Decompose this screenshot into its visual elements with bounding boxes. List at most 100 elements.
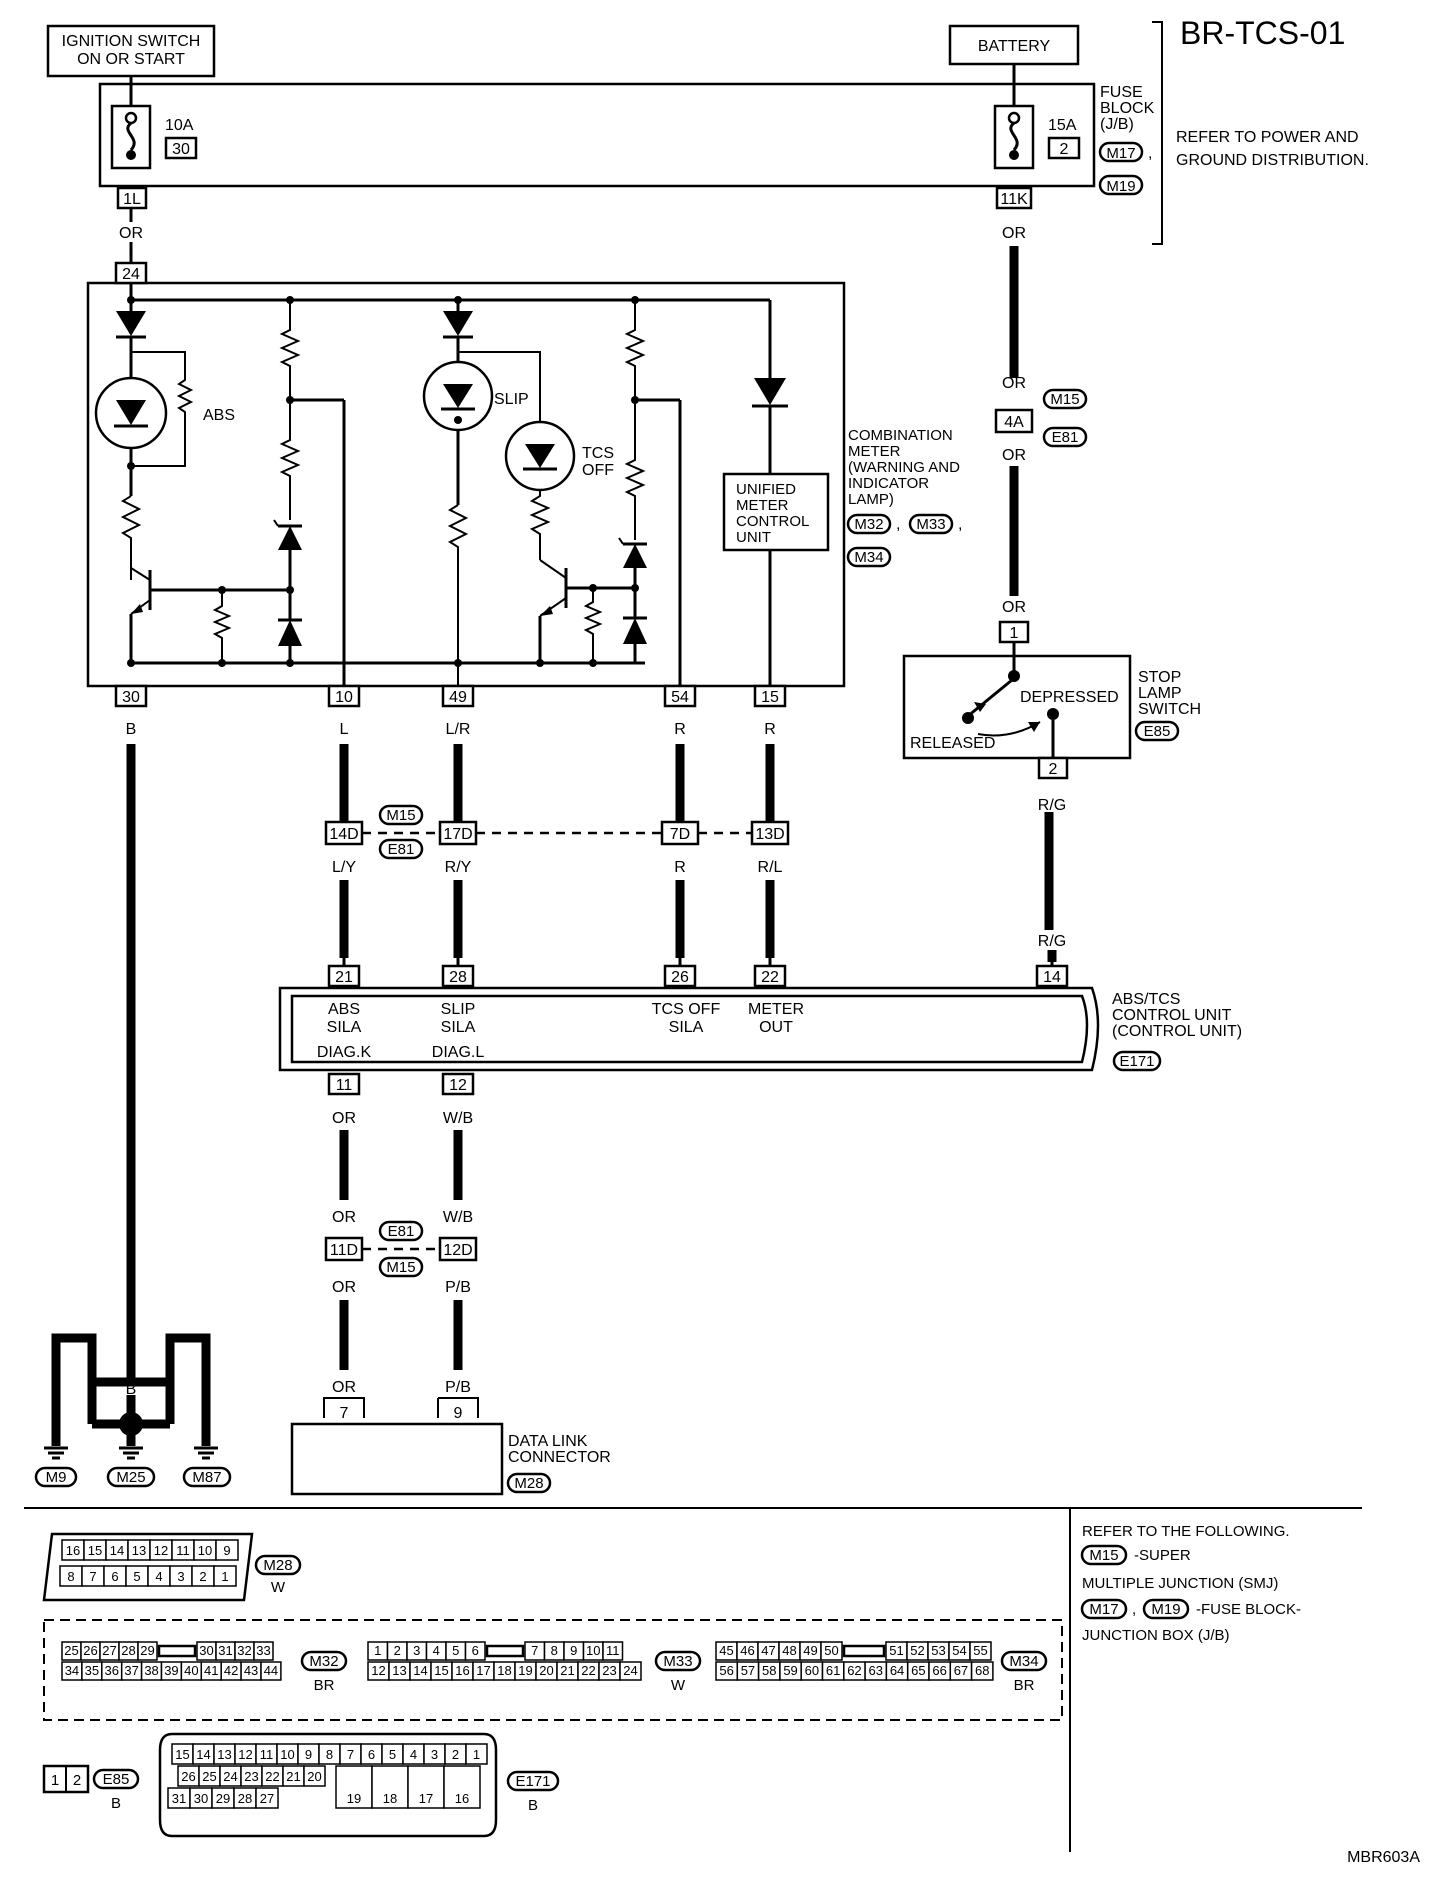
m32-pin-label: 40 xyxy=(184,1663,198,1678)
smj2-conn-m15: M15 xyxy=(386,1259,415,1276)
m33-pin-cell xyxy=(602,1641,624,1661)
dlc-pin-7: 7 xyxy=(340,1405,349,1422)
e171-pin-label: 16 xyxy=(455,1791,469,1806)
refer-power-line1: REFER TO POWER AND xyxy=(1176,129,1359,146)
m33-pin-label: 11 xyxy=(606,1643,620,1658)
m28-pin-label: 3 xyxy=(177,1569,184,1584)
battery-label: BATTERY xyxy=(978,38,1051,55)
e171-pin-label: 15 xyxy=(175,1747,189,1762)
m34-latch xyxy=(842,1644,886,1658)
ignition-switch-box xyxy=(46,24,216,78)
m32-pin-label: 44 xyxy=(264,1663,278,1678)
m34-pin-label: 57 xyxy=(741,1663,755,1678)
m34-pin-label: 60 xyxy=(805,1663,819,1678)
meter-label5: LAMP) xyxy=(848,491,894,508)
refer-conn-m19: M19 xyxy=(1151,1601,1180,1618)
svg-text:26: 26 xyxy=(671,969,689,986)
m34-pin-label: 67 xyxy=(954,1663,968,1678)
svg-text:L/R: L/R xyxy=(446,721,471,738)
ecu-input-terminals: 21 28 26 22 14 xyxy=(327,964,1069,988)
ground-wire-colors: B B B B B xyxy=(51,1381,212,1398)
svg-text:B: B xyxy=(126,721,137,738)
m34-pin-label: 65 xyxy=(911,1663,925,1678)
wire-or-bat-2: OR xyxy=(1002,375,1026,392)
e171-pin-cell xyxy=(255,1787,279,1809)
m28-pin-label: 7 xyxy=(89,1569,96,1584)
data-link-connector-box xyxy=(290,1422,504,1496)
umcu-line4: UNIT xyxy=(736,529,771,546)
m34-pin-cell xyxy=(969,1641,992,1661)
m33-pin-label: 23 xyxy=(602,1663,616,1678)
diagram-title: BR-TCS-01 xyxy=(1180,15,1345,51)
fuse1-number: 30 xyxy=(172,141,190,158)
term-1l: 1L xyxy=(123,191,141,208)
wire-wb-1: W/B xyxy=(443,1110,473,1127)
m33-pin-label: 4 xyxy=(433,1643,440,1658)
combination-meter-box xyxy=(86,281,846,688)
fuse-block-conn-m19: M19 xyxy=(1106,178,1135,195)
meter-connectors-dashed-group xyxy=(43,1619,1063,1721)
m32-pin-label: 38 xyxy=(144,1663,158,1678)
svg-text:B: B xyxy=(51,1381,62,1398)
svg-text:,: , xyxy=(896,516,900,533)
e171-pin-cell xyxy=(443,1765,481,1809)
svg-text:,: , xyxy=(1148,145,1152,162)
e171-pin-label: 9 xyxy=(305,1747,312,1762)
wire-color-or-1: OR xyxy=(119,225,143,242)
svg-text:R/L: R/L xyxy=(758,859,783,876)
e171-pin-label: 18 xyxy=(383,1791,397,1806)
e171-pin-label: 23 xyxy=(244,1769,258,1784)
refer-conn-m15: M15 xyxy=(1089,1547,1118,1564)
umcu-line1: UNIFIED xyxy=(736,481,796,498)
m34-pin-label: 53 xyxy=(931,1643,945,1658)
meter-label2: METER xyxy=(848,443,901,460)
svg-text:14: 14 xyxy=(1043,969,1061,986)
e171-pin-label: 6 xyxy=(368,1747,375,1762)
m34-pin-label: 68 xyxy=(975,1663,989,1678)
m34-id: M34 xyxy=(1009,1653,1038,1670)
e171-pin-label: 19 xyxy=(347,1791,361,1806)
m32-pin-label: 32 xyxy=(237,1643,251,1658)
svg-text:1: 1 xyxy=(51,1772,59,1789)
m32-id: M32 xyxy=(309,1653,338,1670)
m32-pin-label: 31 xyxy=(218,1643,232,1658)
m28-color: W xyxy=(271,1579,286,1596)
term-12d: 12D xyxy=(443,1242,472,1259)
e171-pin-label: 24 xyxy=(223,1769,237,1784)
wire-rg-2: R/G xyxy=(1038,933,1066,950)
m28-pin-label: 10 xyxy=(198,1543,212,1558)
svg-text:17D: 17D xyxy=(443,826,472,843)
m33-pin-label: 9 xyxy=(570,1643,577,1658)
svg-text:B: B xyxy=(165,1381,176,1398)
refer-conn-m17: M17 xyxy=(1089,1601,1118,1618)
svg-text:54: 54 xyxy=(671,689,689,706)
m32-pin-label: 26 xyxy=(83,1643,97,1658)
wire-or-bat-3: OR xyxy=(1002,447,1026,464)
ecu-pin-labels: ABS SILA SLIP SILA TCS OFF SILA METER OU… xyxy=(317,1001,804,1061)
smj1-conn-e81: E81 xyxy=(388,841,415,858)
m28-pin-label: 4 xyxy=(155,1569,162,1584)
m32-pin-label: 35 xyxy=(85,1663,99,1678)
stop-switch-conn-e85: E85 xyxy=(1144,723,1171,740)
m32-pin-cell xyxy=(137,1641,158,1661)
m33-pin-label: 19 xyxy=(518,1663,532,1678)
svg-text:R: R xyxy=(674,721,686,738)
meter-label3: (WARNING AND xyxy=(848,459,960,476)
m28-pin-cell xyxy=(215,1539,239,1561)
m28-pin-label: 6 xyxy=(111,1569,118,1584)
e171-pin-cell xyxy=(335,1765,373,1809)
e171-color: B xyxy=(528,1797,538,1814)
wire-or-bat-4: OR xyxy=(1002,599,1026,616)
fuse-10a xyxy=(110,104,152,170)
svg-text:30: 30 xyxy=(122,689,140,706)
e171-pin-label: 12 xyxy=(238,1747,252,1762)
umcu-line2: METER xyxy=(736,497,789,514)
refer-note-super: -SUPER xyxy=(1134,1547,1191,1564)
fuse1-rating: 10A xyxy=(165,117,194,134)
e171-pin-label: 11 xyxy=(260,1747,274,1762)
e171-pin-cell xyxy=(465,1743,488,1765)
ecu-pin-12: 12 xyxy=(449,1077,467,1094)
m34-pin-label: 49 xyxy=(803,1643,817,1658)
tcs-off-label2: OFF xyxy=(582,462,614,479)
